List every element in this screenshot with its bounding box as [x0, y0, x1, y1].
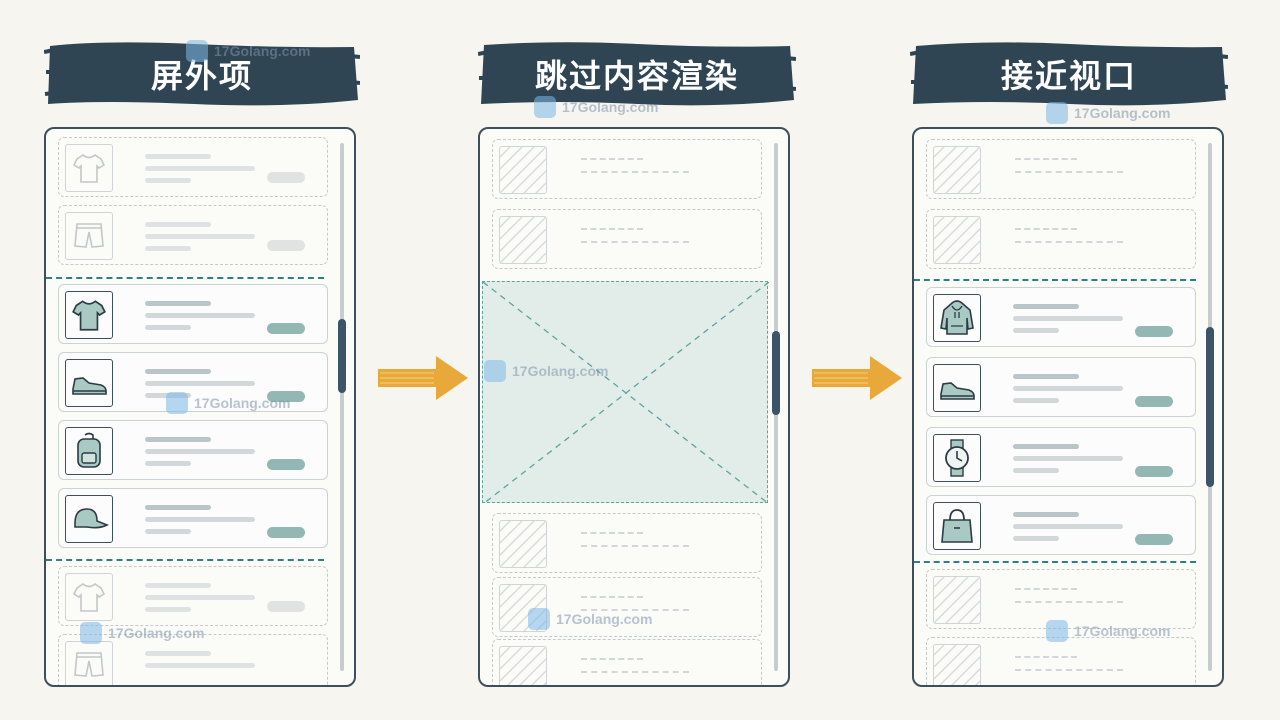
- scrollbar-track[interactable]: [340, 143, 344, 671]
- list-item: [492, 639, 762, 685]
- scrollbar-thumb[interactable]: [1206, 327, 1214, 487]
- brush-banner: [910, 42, 1228, 106]
- list-item: [926, 569, 1196, 629]
- arrow-right-icon: [812, 356, 902, 400]
- phone-skip-render: [478, 127, 790, 687]
- placeholder-image: [499, 584, 547, 632]
- t-shirt-icon: [65, 291, 113, 339]
- placeholder-image: [499, 146, 547, 194]
- list-item: [492, 139, 762, 199]
- list-item: [492, 513, 762, 573]
- list-item: [492, 209, 762, 269]
- list-item: [926, 637, 1196, 685]
- panel-title-skip-render: 跳过内容渲染: [478, 38, 796, 110]
- list-item: [926, 357, 1196, 417]
- scrollbar-thumb[interactable]: [772, 331, 780, 415]
- skipped-content-placeholder: [482, 281, 769, 504]
- list-item: [926, 495, 1196, 555]
- sneaker-icon: [933, 364, 981, 412]
- brush-banner: [44, 42, 360, 106]
- placeholder-image: [933, 576, 981, 624]
- brush-banner: [478, 42, 796, 106]
- placeholder-image: [499, 520, 547, 568]
- shorts-icon: [65, 641, 113, 685]
- list-item: [58, 566, 328, 626]
- placeholder-image: [499, 216, 547, 264]
- list-item: [926, 139, 1196, 199]
- list-item: [58, 352, 328, 412]
- list-item: [58, 137, 328, 197]
- t-shirt-icon: [65, 144, 113, 192]
- placeholder-image: [933, 146, 981, 194]
- panel-title-near-viewport: 接近视口: [910, 38, 1228, 110]
- list-item: [926, 427, 1196, 487]
- panel-title-text: 跳过内容渲染: [534, 57, 739, 95]
- list-item: [58, 634, 328, 685]
- list-item: [58, 205, 328, 265]
- watch-icon: [933, 434, 981, 482]
- placeholder-image: [933, 216, 981, 264]
- phone-offscreen-items: [44, 127, 356, 687]
- placeholder-image: [933, 644, 981, 685]
- panel-title-text: 屏外项: [150, 57, 253, 95]
- list-item: [58, 284, 328, 344]
- list-item: [58, 420, 328, 480]
- cap-icon: [65, 495, 113, 543]
- shorts-icon: [65, 212, 113, 260]
- panel-title-offscreen: 屏外项: [44, 38, 360, 110]
- phone-near-viewport: [912, 127, 1224, 687]
- placeholder-image: [499, 646, 547, 685]
- panel-title-text: 接近视口: [1000, 57, 1137, 95]
- arrow-right-icon: [378, 356, 468, 400]
- list-item: [926, 209, 1196, 269]
- handbag-icon: [933, 502, 981, 550]
- backpack-icon: [65, 427, 113, 475]
- hoodie-icon: [933, 294, 981, 342]
- list-item: [492, 577, 762, 637]
- list-item: [58, 488, 328, 548]
- t-shirt-icon: [65, 573, 113, 621]
- sneaker-icon: [65, 359, 113, 407]
- scrollbar-thumb[interactable]: [338, 319, 346, 393]
- list-item: [926, 287, 1196, 347]
